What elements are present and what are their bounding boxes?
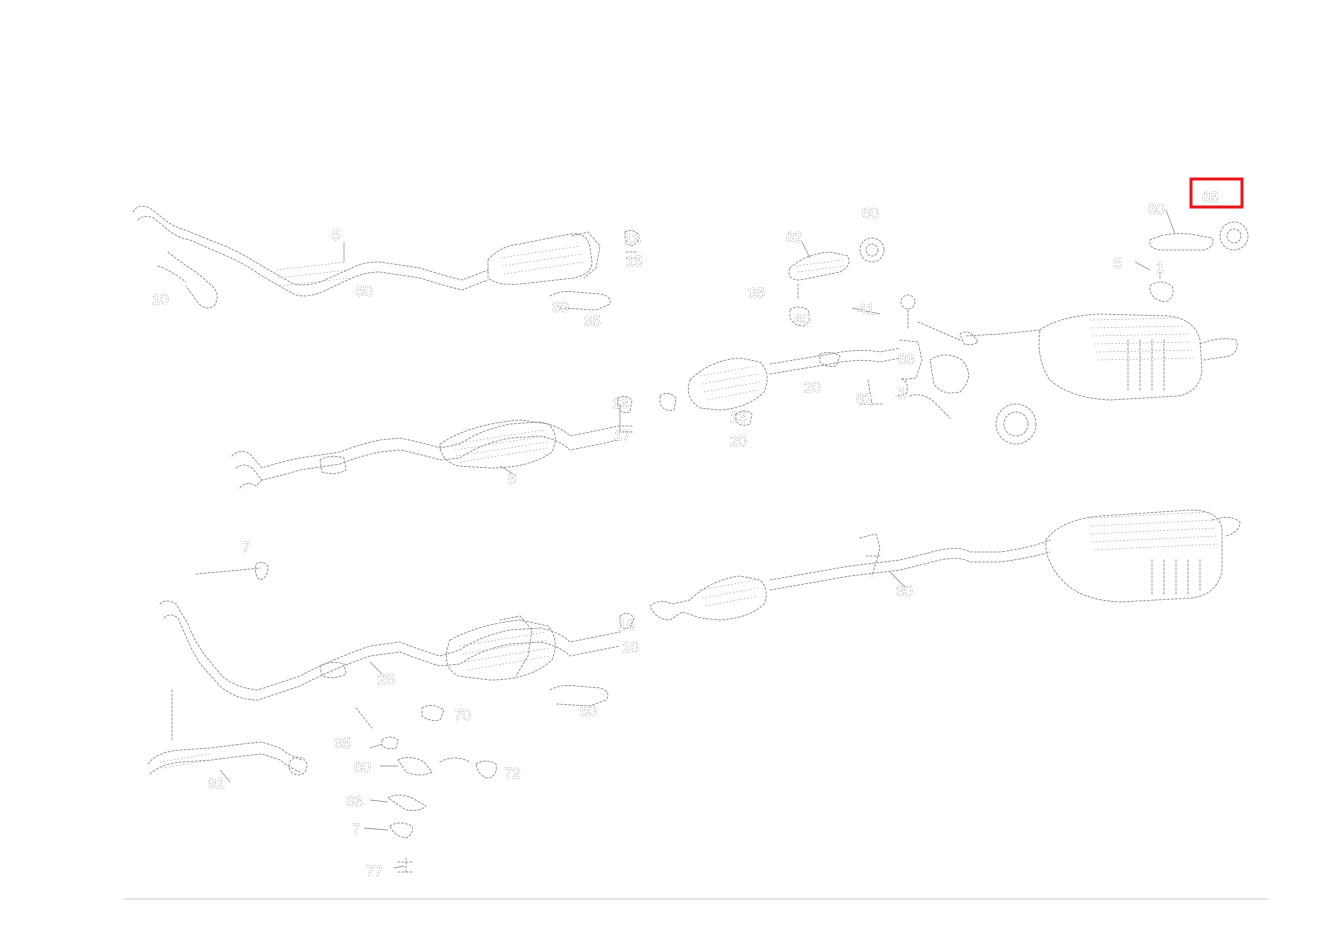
callout-label[interactable]: 41 <box>858 301 875 319</box>
callout-label[interactable]: 62 <box>786 229 803 247</box>
callout-label[interactable]: 7 <box>352 821 361 839</box>
callout-label[interactable]: 15 <box>618 617 635 635</box>
front-pipe-assembly-top[interactable] <box>132 205 639 311</box>
rear-muffler-top-right[interactable] <box>959 221 1249 401</box>
rear-muffler-lower-right[interactable] <box>649 509 1241 621</box>
callout-label[interactable]: 7 <box>242 539 251 557</box>
callout-label[interactable]: 5 <box>332 227 341 245</box>
callout-label[interactable]: 17 <box>614 427 631 445</box>
callout-label[interactable]: 65 <box>1202 189 1219 207</box>
highlighted-part-box[interactable] <box>1189 177 1244 209</box>
callout-label[interactable]: 13 <box>612 395 629 413</box>
callout-label[interactable]: 30 <box>552 299 569 317</box>
callout-label[interactable]: 30 <box>896 583 913 601</box>
callout-label[interactable]: 15 <box>626 253 643 271</box>
leader-lines <box>219 209 1176 869</box>
callout-label[interactable]: 10 <box>622 639 639 657</box>
callout-label[interactable]: 35 <box>334 735 351 753</box>
intermediate-silencer-middle[interactable] <box>659 294 1037 445</box>
exhaust-system-lower-assembly[interactable] <box>147 561 635 875</box>
callout-label[interactable]: 62 <box>856 391 873 409</box>
callout-label[interactable]: 63 <box>346 793 363 811</box>
callout-label[interactable]: 50 <box>356 283 373 301</box>
callout-label[interactable]: 35 <box>584 313 601 331</box>
callout-label[interactable]: 10 <box>152 291 169 309</box>
callout-label[interactable]: 91 <box>208 775 225 793</box>
callout-label[interactable]: 5 <box>508 471 517 489</box>
center-pipe-assembly-middle[interactable] <box>231 395 633 489</box>
callout-label[interactable]: 63 <box>898 351 915 369</box>
callout-label[interactable]: 13 <box>624 231 641 249</box>
callout-label[interactable]: 13 <box>730 409 747 427</box>
callout-label[interactable]: 28 <box>378 671 395 689</box>
callout-label[interactable]: 70 <box>454 707 471 725</box>
callout-label[interactable]: 35 <box>748 285 765 303</box>
hanger-parts-top-middle[interactable] <box>788 237 885 327</box>
callout-label[interactable]: 1 <box>1156 259 1165 277</box>
callout-label[interactable]: 1 <box>898 385 907 403</box>
callout-label[interactable]: 60 <box>862 205 879 223</box>
callout-label[interactable]: 72 <box>504 765 521 783</box>
callout-label[interactable]: 77 <box>366 863 383 881</box>
callout-labels: 5 50 10 13 15 30 35 60 62 35 40 41 60 5 … <box>152 189 1219 881</box>
callout-label[interactable]: 60 <box>1148 201 1165 219</box>
callout-label[interactable]: 50 <box>580 703 597 721</box>
callout-label[interactable]: 40 <box>794 311 811 329</box>
callout-label[interactable]: 20 <box>804 379 821 397</box>
callout-label[interactable]: 20 <box>730 433 747 451</box>
callout-label[interactable]: 60 <box>354 759 371 777</box>
callout-label[interactable]: 5 <box>1114 255 1123 273</box>
